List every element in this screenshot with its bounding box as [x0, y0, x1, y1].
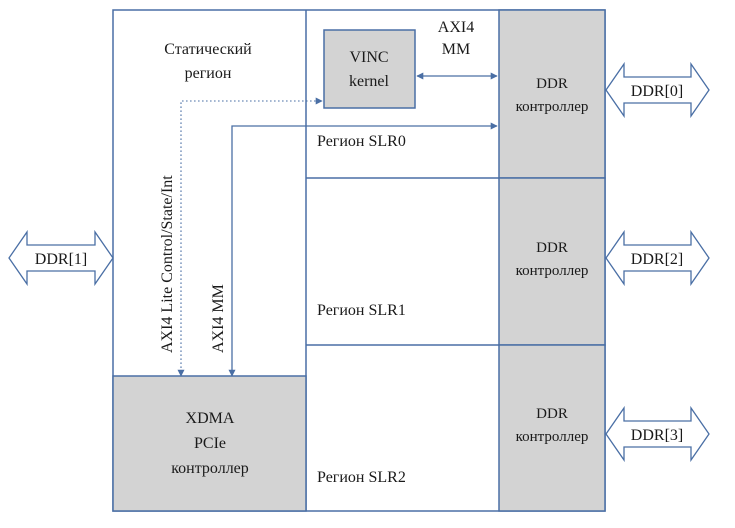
- static-region-label-line2: регион: [185, 65, 232, 82]
- ddr-controller-block-3: [498, 344, 606, 512]
- axi4-lite-vertical-label: AXI4 Lite Control/State/Int: [159, 175, 176, 353]
- vinc-label-line1: VINC: [349, 49, 388, 66]
- ddr0-port-arrow: DDR[0]: [605, 61, 710, 119]
- xdma-label-line3: контроллер: [171, 460, 249, 477]
- region-slr2-label: Регион SLR2: [317, 469, 406, 486]
- axi4-mm-connection: [228, 122, 498, 377]
- ddr2-port-label: DDR[2]: [631, 251, 683, 268]
- axi4-mm-top-line2: MM: [442, 41, 470, 58]
- ddr3-port-arrow: DDR[3]: [605, 405, 710, 463]
- xdma-label-line2: PCIe: [194, 435, 226, 452]
- ddr-controller-block-2: [498, 177, 606, 346]
- ddr-controller-3-line1: DDR: [536, 406, 568, 422]
- vinc-label-line2: kernel: [349, 73, 390, 90]
- xdma-label-line1: XDMA: [186, 410, 235, 427]
- static-region-label-line1: Статический: [164, 41, 252, 58]
- ddr-controller-2-line2: контроллер: [516, 263, 589, 279]
- axi4-mm-top-line1: AXI4: [438, 19, 474, 36]
- region-slr0-label: Регион SLR0: [317, 133, 406, 150]
- axi4-mm-vertical-label: AXI4 MM: [210, 284, 227, 353]
- vinc-kernel-block: [323, 29, 416, 109]
- ddr-controller-3-line2: контроллер: [516, 429, 589, 445]
- ddr3-port-label: DDR[3]: [631, 427, 683, 444]
- ddr0-port-label: DDR[0]: [631, 83, 683, 100]
- region-slr1-label: Регион SLR1: [317, 302, 406, 319]
- axi4-lite-connection: [177, 97, 323, 377]
- ddr2-port-arrow: DDR[2]: [605, 229, 710, 287]
- ddr-controller-0-line2: контроллер: [516, 99, 589, 115]
- ddr-controller-block-0: [498, 9, 606, 179]
- ddr-controller-2-line1: DDR: [536, 240, 568, 256]
- ddr1-port-arrow: DDR[1]: [8, 229, 114, 287]
- ddr-controller-0-line1: DDR: [536, 76, 568, 92]
- ddr1-port-label: DDR[1]: [35, 251, 87, 268]
